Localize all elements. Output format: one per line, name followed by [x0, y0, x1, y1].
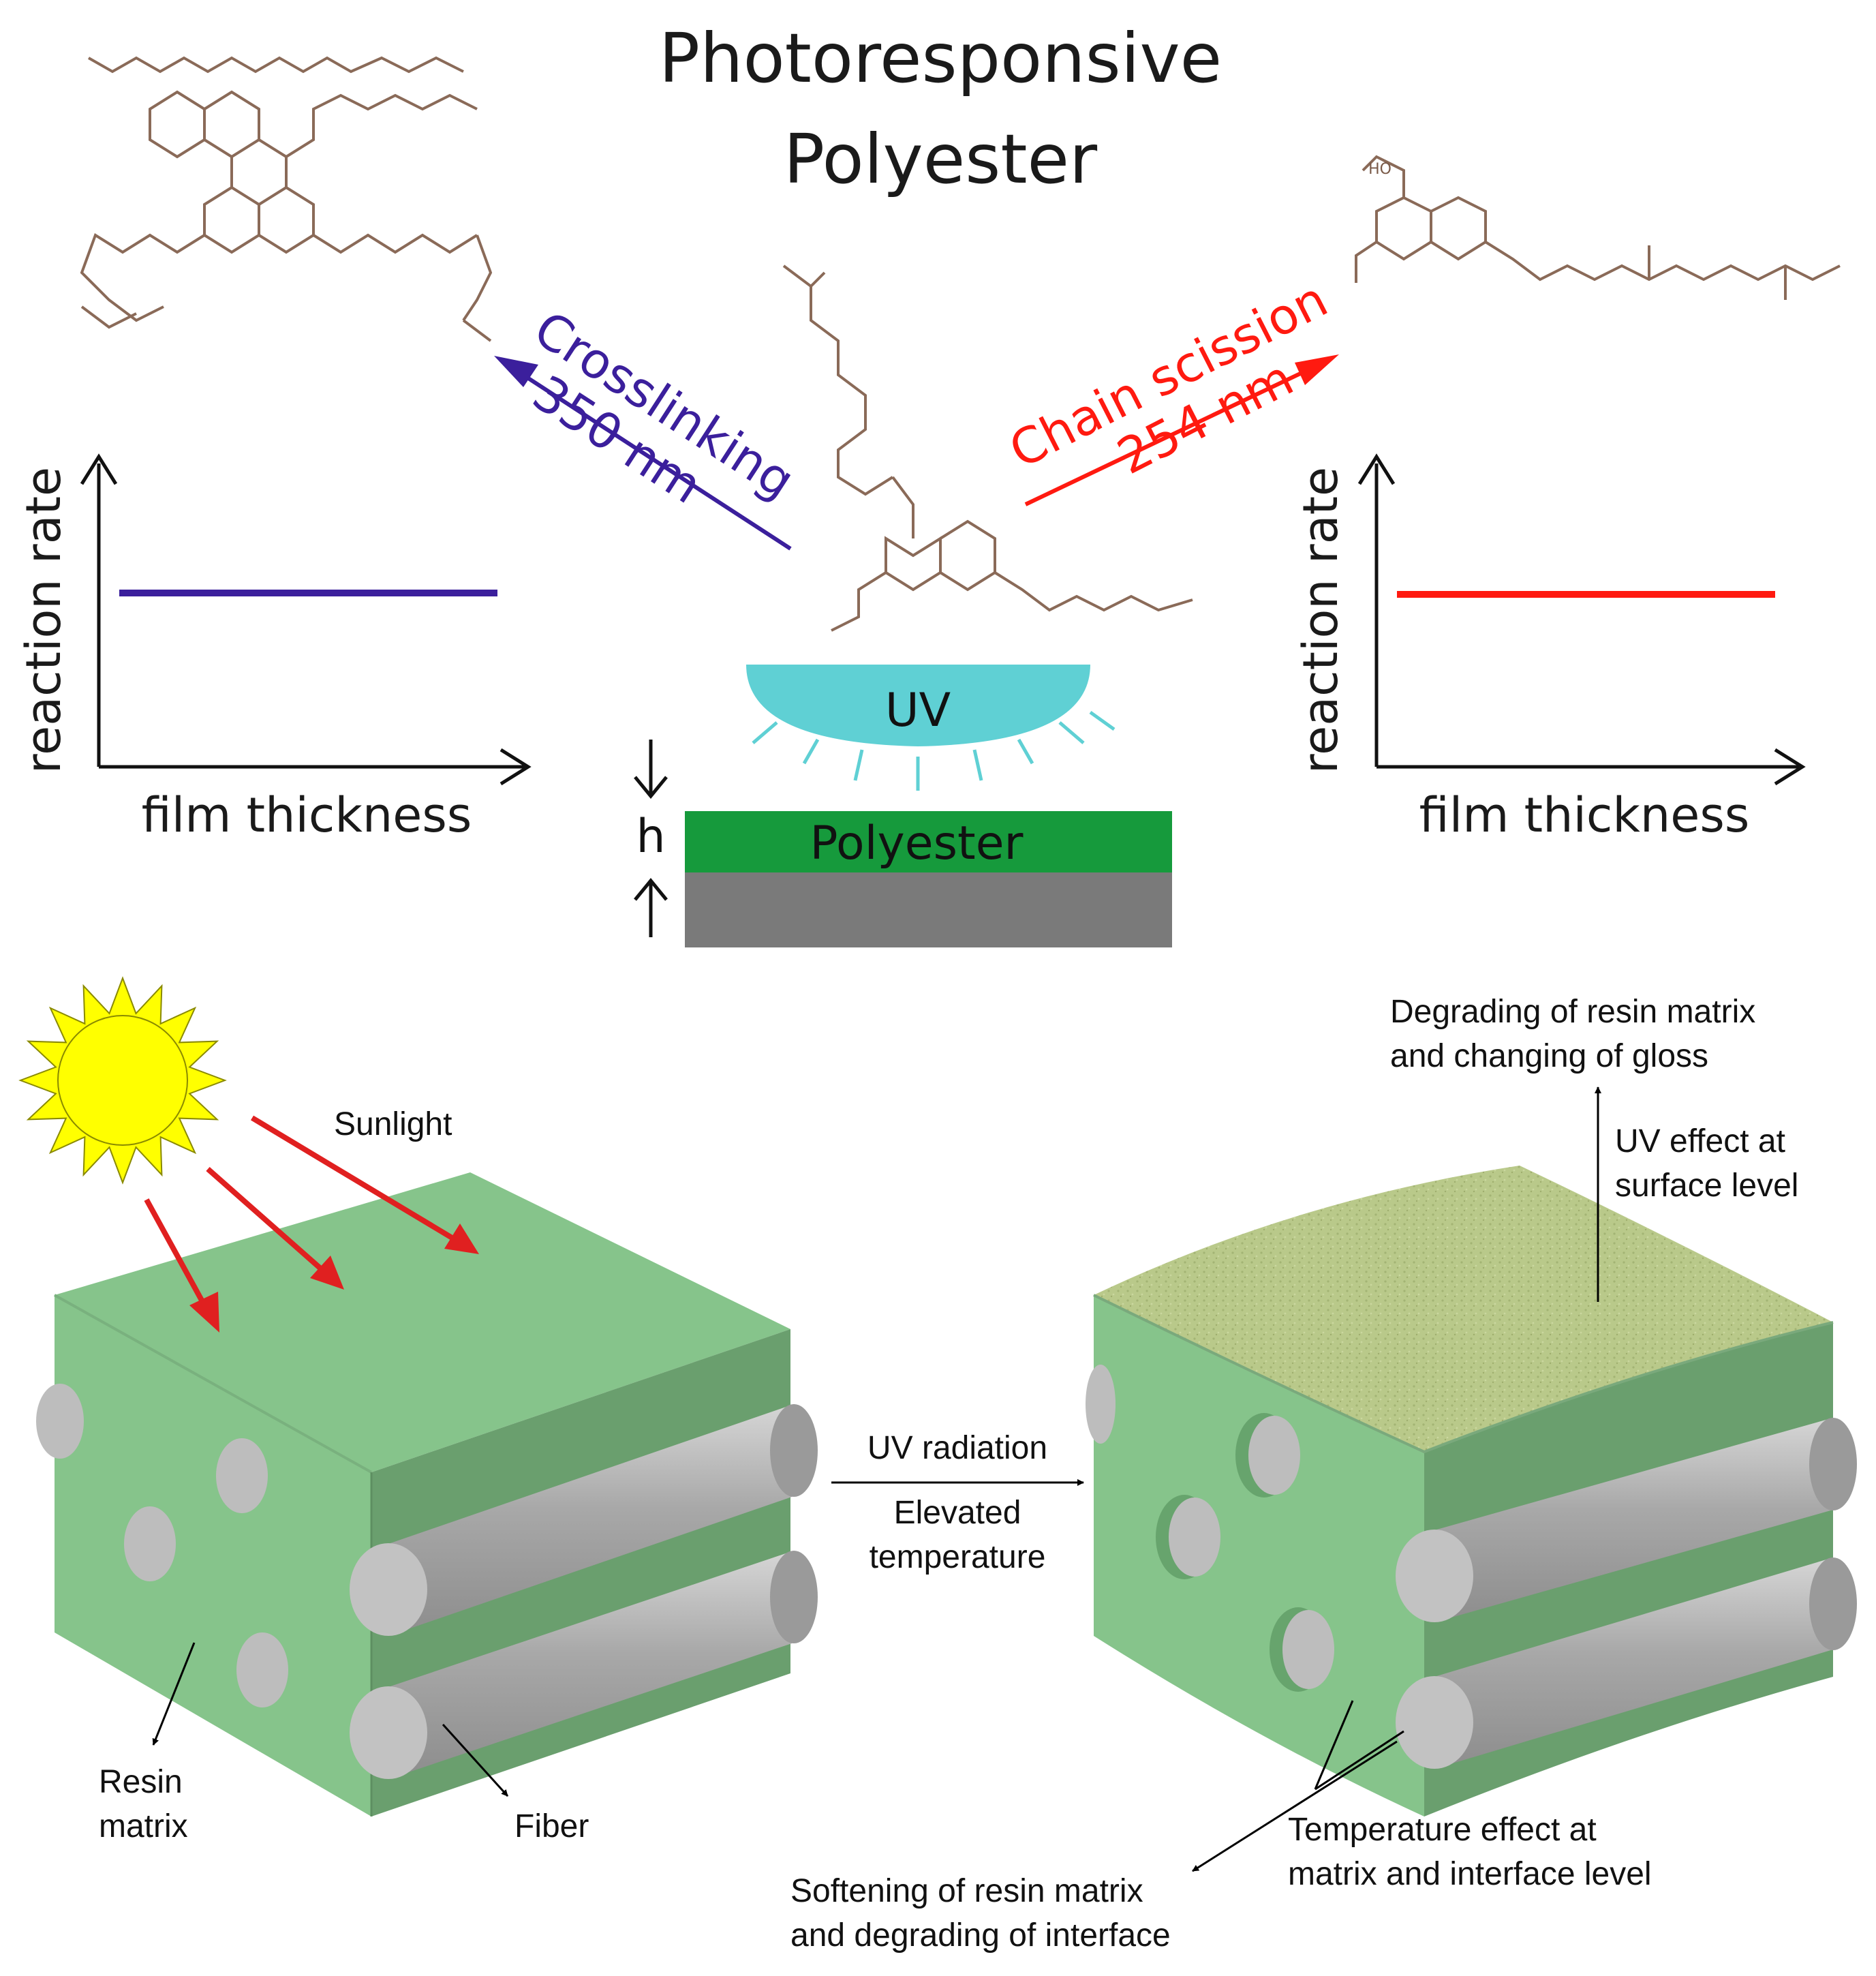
degrading-label-1: Degrading of resin matrix	[1390, 994, 1755, 1030]
softening-label-2: and degrading of interface	[790, 1917, 1171, 1954]
sun-icon	[18, 976, 227, 1185]
monomer-structure	[782, 264, 1193, 632]
fiber-end	[236, 1632, 288, 1707]
thickness-label: h	[636, 810, 665, 864]
degraded-surface	[1094, 1166, 1833, 1452]
crosslinked-dimer-structure	[80, 56, 493, 342]
sunlight-rays	[144, 1115, 479, 1333]
left-plot-ylabel: reaction rate	[16, 467, 72, 774]
uv-rays	[752, 710, 1116, 791]
temp-effect-label-2: matrix and interface level	[1288, 1856, 1652, 1892]
left-plot: reaction rate film thickness	[16, 453, 532, 843]
softening-label-1: Softening of resin matrix	[790, 1873, 1143, 1909]
resin-matrix-label-1: Resin	[99, 1764, 183, 1800]
thickness-indicator	[634, 740, 668, 937]
fiber-end	[1169, 1498, 1220, 1577]
title-line-2: Polyester	[784, 119, 1098, 199]
fiber-label: Fiber	[514, 1808, 589, 1844]
fiber-lower	[350, 1551, 818, 1779]
right-block-front	[1094, 1295, 1424, 1817]
fiber-end	[1248, 1416, 1300, 1495]
degrading-label-2: and changing of gloss	[1390, 1038, 1708, 1074]
right-plot: reaction rate film thickness	[1293, 453, 1806, 843]
fiber-upper	[350, 1404, 818, 1636]
substrate	[685, 872, 1172, 947]
temperature-effect-pointers	[1314, 1700, 1404, 1791]
uv-setup: UV Polyester h	[634, 665, 1172, 947]
degraded-fiber-upper	[1396, 1418, 1857, 1622]
uv-lamp	[746, 665, 1090, 746]
resin-matrix-pointer	[152, 1642, 196, 1746]
intact-composite-block	[36, 1172, 818, 1817]
polyester-film-label: Polyester	[810, 817, 1023, 870]
ho-label: HO	[1368, 161, 1391, 178]
degraded-fiber-lower	[1396, 1557, 1857, 1769]
fiber-end	[124, 1506, 176, 1581]
left-block-front	[55, 1295, 371, 1817]
resin-matrix-label-2: matrix	[99, 1808, 188, 1844]
right-plot-xlabel: film thickness	[1419, 787, 1750, 843]
title-line-1: Photoresponsive	[659, 18, 1222, 98]
process-uv-radiation: UV radiation	[867, 1430, 1047, 1466]
uv-effect-label-1: UV effect at	[1615, 1123, 1785, 1159]
chain-scission-structure	[1355, 155, 1841, 300]
crosslinking-arrow	[494, 356, 792, 551]
right-plot-ylabel: reaction rate	[1293, 467, 1349, 774]
fiber-pointer	[442, 1723, 509, 1797]
uv-effect-label-2: surface level	[1615, 1168, 1798, 1204]
process-temperature: temperature	[870, 1539, 1046, 1575]
chain-scission-arrow	[1024, 354, 1339, 506]
polyester-film	[685, 811, 1172, 872]
fiber-end	[216, 1438, 268, 1513]
softening-pointer	[1192, 1740, 1398, 1872]
fiber-end	[36, 1384, 84, 1459]
sunlight-label: Sunlight	[334, 1106, 452, 1142]
left-plot-xlabel: film thickness	[142, 787, 472, 843]
temp-effect-label-1: Temperature effect at	[1288, 1812, 1597, 1848]
process-elevated: Elevated	[894, 1495, 1021, 1531]
fiber-end	[1282, 1610, 1334, 1689]
uv-lamp-label: UV	[885, 684, 951, 738]
degraded-composite-block	[1086, 1166, 1857, 1817]
